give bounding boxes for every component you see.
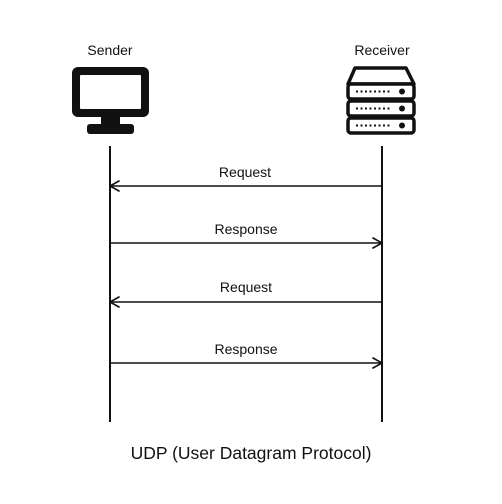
message-label-response-1: Response <box>214 221 278 237</box>
receiver-label: Receiver <box>354 42 410 58</box>
server-icon <box>346 66 416 135</box>
message-label-request-1: Request <box>218 164 272 180</box>
message-label-request-2: Request <box>219 279 273 295</box>
sender-label: Sender <box>87 42 133 58</box>
message-label-response-2: Response <box>214 341 278 357</box>
monitor-icon <box>72 67 149 134</box>
diagram-caption: UDP (User Datagram Protocol) <box>130 443 372 463</box>
